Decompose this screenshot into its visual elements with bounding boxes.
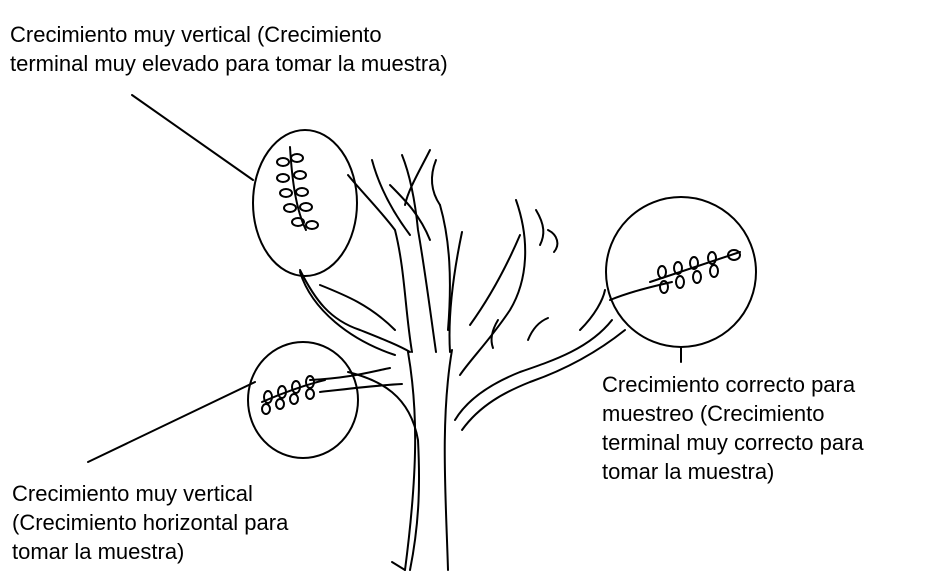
branch-center-left-2	[371, 159, 411, 236]
sprig-right-leaves	[657, 249, 741, 294]
branch-right-small-3	[579, 289, 606, 331]
trunk-left-edge	[404, 351, 417, 571]
sprig-bottom-left-leaves	[261, 375, 315, 415]
circle-top-left	[252, 129, 358, 277]
branch-right-lower	[454, 319, 613, 421]
branch-right-lower-2	[461, 329, 626, 431]
trunk-right-edge	[443, 349, 453, 571]
label-right-line-1: Crecimiento correcto para	[602, 372, 856, 397]
label-top-left-line-1: Crecimiento muy vertical (Crecimiento	[10, 22, 382, 47]
sprig-top-left-leaves	[276, 153, 319, 230]
branch-right-upper-2	[469, 234, 521, 326]
label-right-line-3: terminal muy correcto para	[602, 430, 864, 455]
label-bottom-left-line-3: tomar la muestra)	[12, 539, 185, 564]
pointer-bottom-left	[87, 381, 256, 463]
sprig-right-stem	[649, 251, 741, 283]
label-bottom-left: Crecimiento muy vertical (Crecimiento ho…	[12, 479, 288, 566]
branch-center-left	[347, 174, 413, 353]
label-right-line-4: tomar la muestra)	[602, 459, 775, 484]
label-top-left: Crecimiento muy vertical (Crecimiento te…	[10, 20, 448, 78]
branch-center-right-2	[439, 204, 451, 331]
branch-upper-left-3	[299, 271, 396, 356]
label-bottom-left-line-1: Crecimiento muy vertical	[12, 481, 253, 506]
branch-right-small-2	[490, 319, 499, 349]
label-right-line-2: muestreo (Crecimiento	[602, 401, 825, 426]
branch-center-right-3	[448, 231, 463, 353]
label-bottom-left-line-2: (Crecimiento horizontal para	[12, 510, 289, 535]
branch-upper-left	[299, 269, 411, 353]
label-top-left-line-2: terminal muy elevado para tomar la muest…	[10, 51, 448, 76]
branch-center-right	[404, 149, 431, 206]
branch-upper-left-2	[319, 284, 396, 331]
branch-lower-left-bottom	[319, 383, 403, 393]
branch-right-upper	[459, 199, 527, 376]
branch-right-small-1	[527, 317, 549, 341]
circle-bottom-left	[247, 341, 359, 459]
branch-right-to-twig	[609, 281, 673, 301]
branch-right-twig-1	[535, 209, 545, 246]
sprig-bottom-left-stem	[261, 379, 326, 403]
pointer-top-left	[131, 94, 254, 181]
branch-center-mid-2	[389, 184, 431, 241]
branch-center-twig	[430, 159, 441, 206]
branch-right-twig-2	[547, 229, 559, 253]
trunk-base-root	[391, 561, 406, 571]
branch-center-mid	[401, 154, 437, 353]
label-right: Crecimiento correcto para muestreo (Crec…	[602, 370, 864, 486]
branch-lower-left-outer	[347, 371, 421, 571]
